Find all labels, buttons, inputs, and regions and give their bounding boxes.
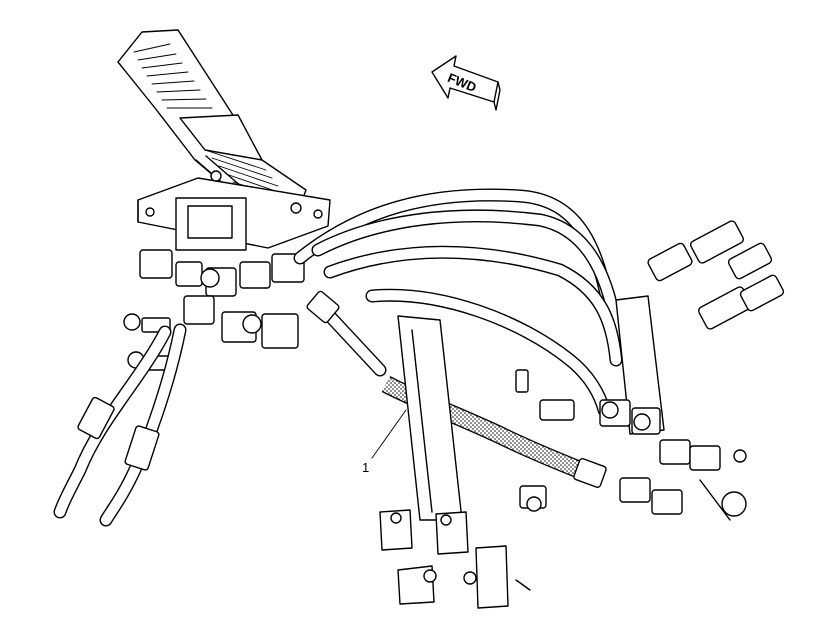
hose-1-protective-sleeve (306, 290, 607, 488)
callout-number: 1 (362, 460, 369, 475)
mounting-bracket (379, 315, 531, 609)
right-manifold (519, 220, 785, 521)
forward-direction-arrow: FWD (431, 55, 501, 111)
callout-1: 1 (362, 409, 407, 475)
pedal-valve-body (137, 170, 331, 251)
return-hoses (53, 323, 187, 527)
supply-hoses (293, 188, 625, 417)
